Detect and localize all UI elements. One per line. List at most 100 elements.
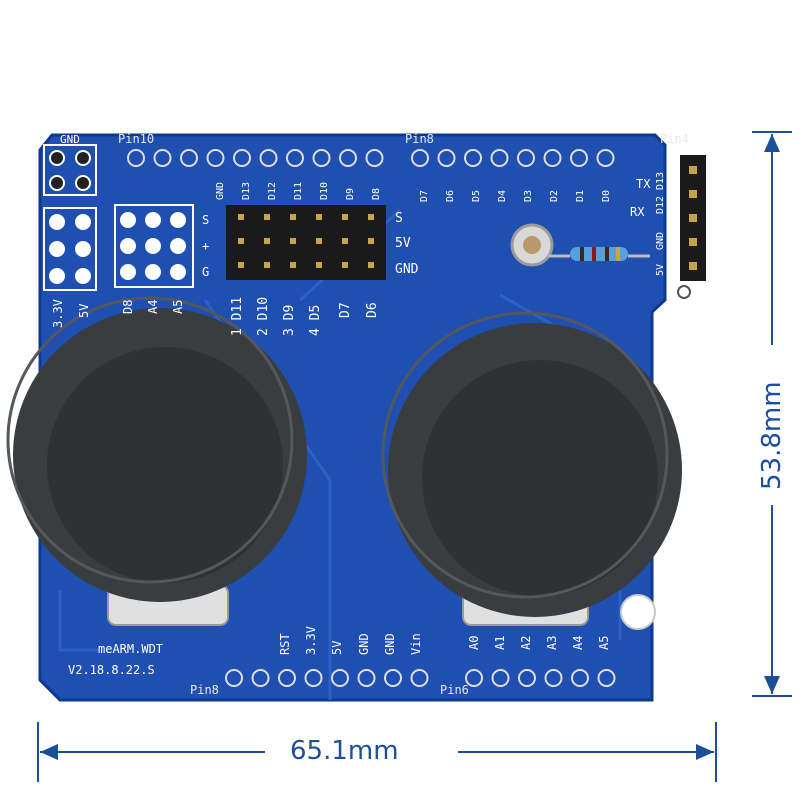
uart-pin — [689, 190, 697, 198]
header-label-gnd: GND — [215, 181, 226, 200]
servo-pin — [368, 238, 374, 244]
right-label-5v: 5V — [655, 263, 666, 276]
servo-ch-2: 2 D10 — [256, 296, 271, 336]
label-d8-small: D8 — [121, 299, 135, 314]
servo-pin — [368, 262, 374, 268]
header-pin — [597, 669, 616, 687]
header-label-d1: D1 — [575, 189, 586, 202]
solder-pad — [120, 238, 136, 254]
servo-pin — [368, 214, 374, 220]
header-pin — [304, 669, 323, 687]
header-pin — [233, 149, 251, 167]
servo-pin — [238, 214, 244, 220]
header-pin — [127, 149, 145, 167]
header-pin — [180, 149, 198, 167]
label-a4-small: A4 — [146, 299, 160, 314]
servo-pin — [290, 214, 296, 220]
uart-pin — [689, 214, 697, 222]
header-label-d7: D7 — [419, 189, 430, 202]
header-pin — [410, 669, 429, 687]
right-label-d12: D12 — [655, 195, 666, 214]
servo-pin — [264, 262, 270, 268]
analog-label-a3: A3 — [545, 635, 559, 650]
header-label-d13: D13 — [241, 181, 252, 200]
solder-pad — [145, 238, 161, 254]
uart-pin — [689, 262, 697, 270]
solder-pad — [49, 214, 65, 230]
label-5v: 5V — [77, 303, 91, 318]
header-pin — [286, 149, 304, 167]
header-label-d5: D5 — [471, 189, 482, 202]
servo-row-s: S — [395, 211, 403, 226]
header-pin — [464, 149, 482, 167]
solder-pad — [145, 264, 161, 280]
label-3v3: 3.3V — [51, 299, 65, 328]
header-pin — [312, 149, 331, 167]
uart-pin — [689, 166, 697, 174]
header-pin — [544, 669, 563, 687]
servo-ch-4: 4 D5 — [308, 304, 323, 336]
header-label-d10: D10 — [319, 181, 330, 200]
header-label-d0: D0 — [601, 189, 612, 202]
servo-ch-5: D7 — [338, 302, 353, 318]
servo-pin — [264, 214, 270, 220]
solder-pad — [75, 175, 91, 191]
header-pin — [259, 149, 278, 167]
resistor — [570, 247, 628, 261]
header-pin — [278, 669, 296, 687]
solder-pad — [120, 212, 136, 228]
power-label-gnd-2: GND — [383, 633, 397, 655]
header-label-d12: D12 — [267, 181, 278, 200]
pin-label-top-right: Pin4 — [660, 132, 689, 146]
servo-pin — [342, 214, 348, 220]
header-pin — [153, 149, 172, 167]
servo-pin — [290, 238, 296, 244]
servo-pin — [342, 262, 348, 268]
solder-pad — [120, 264, 136, 280]
pin-label-bottom-left: Pin8 — [190, 683, 219, 697]
servo-pin — [238, 262, 244, 268]
trace — [58, 590, 100, 652]
solder-pad — [170, 212, 186, 228]
solder-pad — [170, 264, 186, 280]
label-plus: + — [202, 239, 210, 253]
analog-label-a4: A4 — [571, 635, 585, 650]
pin-label-top-left: Pin10 — [118, 132, 155, 146]
height-label: 53.8mm — [757, 381, 787, 490]
solder-pad — [75, 150, 91, 166]
header-pin — [490, 149, 509, 167]
board-name: meARM.WDT — [98, 642, 164, 656]
gnd-pad-box — [43, 144, 97, 196]
right-pad — [677, 285, 691, 299]
height-dimension — [752, 131, 792, 697]
solder-pad — [170, 238, 186, 254]
servo-ch-1: 1 D11 — [230, 296, 245, 336]
pin-label-top-middle: Pin8 — [405, 132, 434, 146]
header-pin — [518, 669, 536, 687]
width-dimension — [37, 722, 717, 782]
header-pin — [465, 669, 483, 687]
servo-ch-3: 3 D9 — [282, 304, 297, 336]
solder-pad — [75, 268, 91, 284]
header-pin — [331, 669, 349, 687]
header-pin — [365, 149, 384, 167]
header-pin — [543, 149, 562, 167]
header-pin — [571, 669, 589, 687]
header-pin — [339, 149, 357, 167]
servo-row-5v: 5V — [395, 236, 411, 251]
right-label-d13: D13 — [655, 171, 666, 190]
mounting-hole — [620, 594, 656, 630]
gnd-label: GND — [60, 133, 80, 146]
label-s: S — [202, 213, 210, 227]
header-pin — [357, 669, 376, 687]
power-label-gnd-1: GND — [357, 633, 371, 655]
header-label-d2: D2 — [549, 189, 560, 202]
servo-pin — [316, 238, 322, 244]
header-pin — [206, 149, 225, 167]
servo-pin — [316, 214, 322, 220]
solder-pad — [49, 150, 65, 166]
servo-pin — [264, 238, 270, 244]
solder-pad — [49, 268, 65, 284]
uart-pin — [689, 238, 697, 246]
